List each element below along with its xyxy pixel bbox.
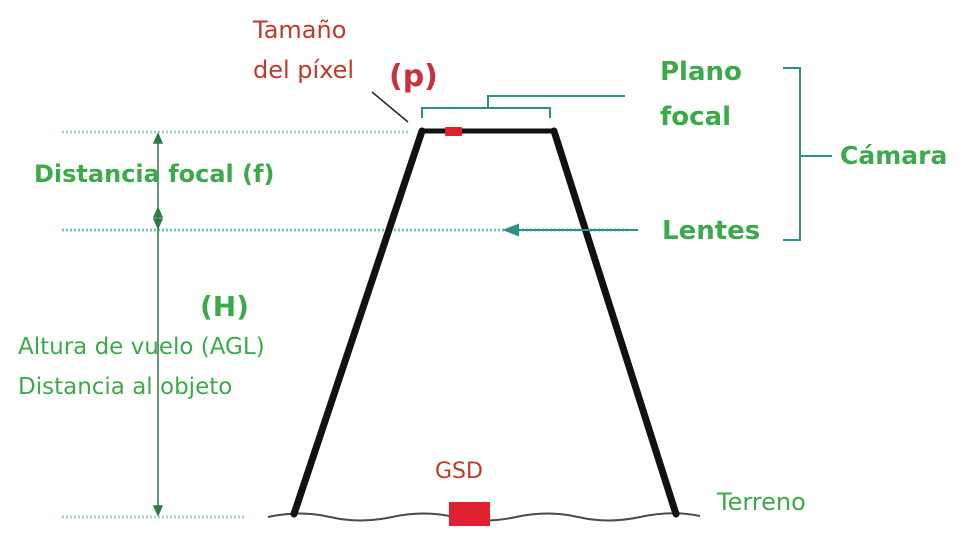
gsd-label: GSD — [435, 459, 483, 484]
ray-right — [550, 127, 680, 518]
pixel-size-symbol: (p) — [389, 59, 438, 94]
ray-left — [290, 127, 426, 518]
focal-length-label: Distancia focal (f) — [34, 160, 275, 188]
pixel-size-pointer — [371, 91, 409, 123]
object-distance-label: Distancia al objeto — [18, 374, 232, 400]
focal-plane-label-line2: focal — [660, 102, 731, 132]
flight-height-arrow — [152, 206, 164, 517]
terrain-label: Terreno — [716, 488, 806, 516]
focal-plane-bracket — [421, 95, 625, 118]
pixel-size-label-line1: Tamaño — [252, 16, 346, 44]
lens-pointer-arrow — [502, 223, 638, 237]
flight-height-label: Altura de vuelo (AGL) — [18, 334, 265, 360]
gsd-marker — [449, 502, 490, 526]
pixel-size-label-line2: del píxel — [253, 56, 354, 84]
focal-plane-label-line1: Plano — [660, 57, 742, 87]
camera-bracket — [783, 67, 832, 241]
height-symbol: (H) — [200, 290, 249, 323]
camera-label: Cámara — [840, 141, 947, 170]
pixel-marker — [445, 127, 462, 136]
lenses-label: Lentes — [662, 216, 760, 246]
